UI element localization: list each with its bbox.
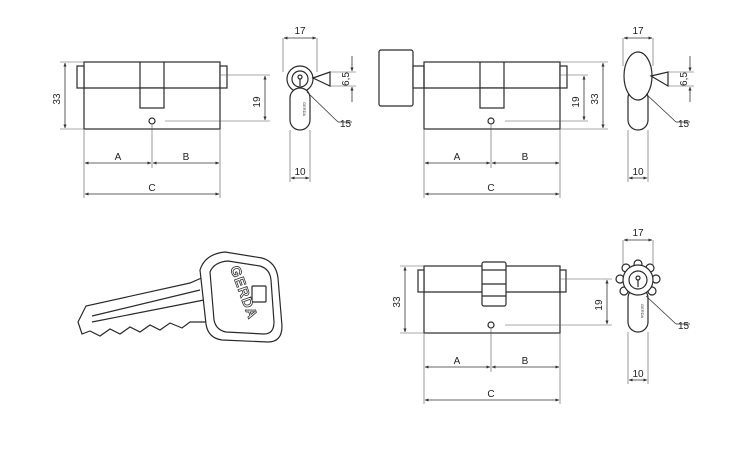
profile-view-3: GERDA — [615, 259, 661, 333]
dimension-a-b-view1: A B C — [83, 125, 221, 198]
profile-view-2 — [623, 51, 669, 131]
key-illustration: GERDA — [77, 251, 283, 343]
dimension-19-33-view2: 19 33 — [505, 61, 608, 130]
profile-view-1: GERDA — [286, 65, 331, 131]
label-33-v3: 33 — [392, 296, 403, 308]
label-b-v2: B — [522, 152, 529, 163]
label-19-v3: 19 — [594, 299, 605, 311]
label-15-v3: 15 — [678, 321, 690, 332]
label-b-v3: B — [522, 356, 529, 367]
label-c: C — [148, 183, 155, 194]
label-15: 15 — [340, 119, 352, 130]
double-cylinder-side-view — [76, 61, 228, 130]
label-c-v2: C — [487, 183, 494, 194]
label-10-v3: 10 — [632, 369, 644, 380]
dimension-a-b-view3: A B C — [423, 329, 561, 404]
label-6-5-v2: 6,5 — [679, 72, 690, 86]
profile-dimensions-1: 17 6,5 15 10 — [282, 26, 356, 182]
label-17-v3: 17 — [632, 228, 644, 239]
label-17: 17 — [294, 26, 306, 37]
dimension-33-view1: 33 — [52, 61, 84, 130]
knob-cylinder-side-view — [417, 261, 567, 334]
label-10: 10 — [294, 167, 306, 178]
profile-brand-1: GERDA — [302, 102, 307, 117]
dimension-a-b-view2: A B C — [423, 125, 561, 198]
label-17-v2: 17 — [632, 26, 644, 37]
label-15-v2: 15 — [678, 119, 690, 130]
label-c-v3: C — [487, 389, 494, 400]
label-a-v3: A — [454, 356, 461, 367]
label-6-5: 6,5 — [341, 72, 352, 86]
label-19: 19 — [252, 96, 263, 108]
label-10-v2: 10 — [632, 167, 644, 178]
profile-dimensions-2: 17 6,5 15 10 — [622, 26, 694, 182]
thumbturn-cylinder-side-view — [378, 49, 568, 130]
label-19-v2: 19 — [571, 96, 582, 108]
label-b: B — [183, 152, 190, 163]
profile-dimensions-3: 17 15 10 — [622, 228, 690, 384]
dimension-33-19-view3: 33 19 — [392, 265, 612, 334]
label-33-v2: 33 — [590, 93, 601, 105]
profile-brand-3: GERDA — [640, 304, 645, 319]
label-33: 33 — [52, 93, 63, 105]
dimension-19-view1: 19 — [165, 74, 270, 122]
label-a-v2: A — [454, 152, 461, 163]
label-a: A — [115, 152, 122, 163]
